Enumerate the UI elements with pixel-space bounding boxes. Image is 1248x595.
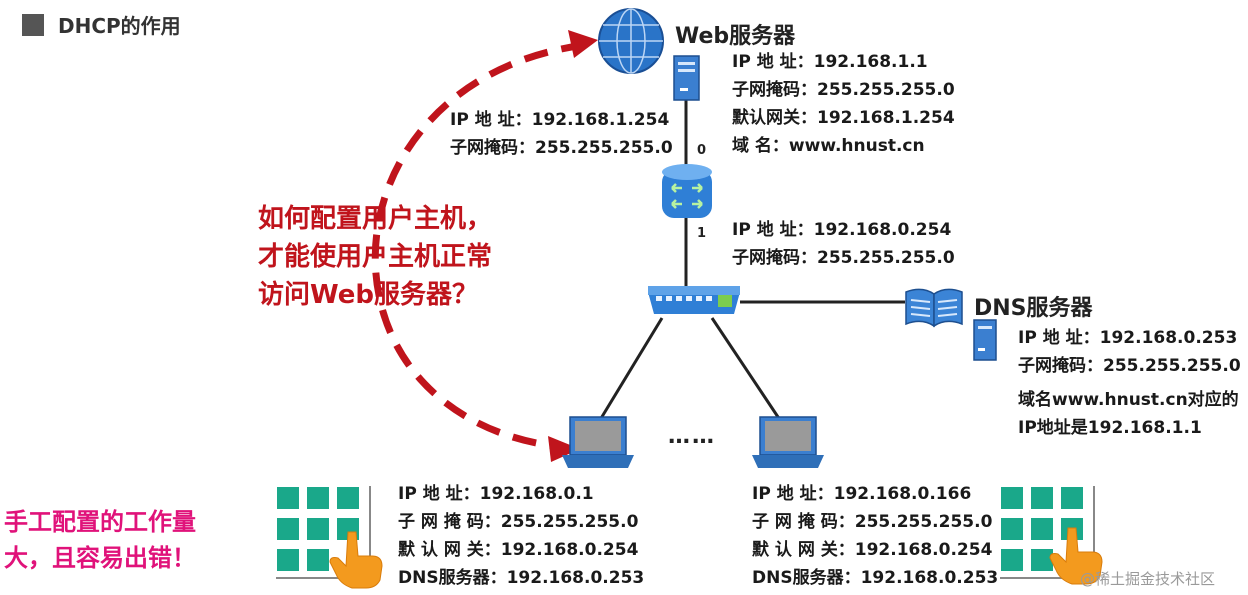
keypad-right-icon	[1000, 486, 1095, 579]
web-server-info: IP 地 址：192.168.1.1 子网掩码：255.255.255.0 默认…	[732, 48, 955, 160]
dns-server-tower-icon	[973, 319, 997, 361]
switch-icon	[648, 286, 740, 314]
pointing-hand-left-icon	[329, 531, 383, 589]
web-server-domain: 域 名：www.hnust.cn	[732, 136, 925, 156]
host-right-mask: 子 网 掩 码：255.255.255.0	[752, 512, 993, 532]
title-square-icon	[22, 14, 44, 36]
web-server-name: Web服务器	[675, 24, 796, 49]
laptop-left-icon	[562, 416, 634, 468]
dashed-arrow-arc	[371, 41, 586, 451]
host-right-config: IP 地 址：192.168.0.166 子 网 掩 码：255.255.255…	[752, 480, 998, 592]
web-server-gateway: 默认网关：192.168.1.254	[732, 108, 955, 128]
question-line-3: 访问Web服务器？	[258, 280, 478, 310]
router-port0-label: 0	[697, 143, 707, 158]
note-line-1: 手工配置的工作量	[4, 508, 196, 536]
host-left-dns: DNS服务器：192.168.0.253	[398, 568, 645, 588]
host-left-gateway: 默 认 网 关：192.168.0.254	[398, 540, 639, 560]
router-port0-ip: IP 地 址：192.168.1.254	[450, 110, 670, 130]
page-title: DHCP的作用	[58, 14, 181, 38]
arrow-head-top	[568, 30, 598, 58]
dns-server-ip: IP 地 址：192.168.0.253	[1018, 328, 1238, 348]
pointing-hand-right-icon	[1049, 527, 1103, 585]
question-line-1: 如何配置用户主机，	[258, 204, 493, 234]
web-server-tower-icon	[673, 55, 700, 101]
manual-config-note: 手工配置的工作量 大，且容易出错！	[4, 504, 196, 576]
router-port0-info: IP 地 址：192.168.1.254 子网掩码：255.255.255.0	[450, 106, 673, 162]
dns-record-line2: IP地址是192.168.1.1	[1018, 418, 1202, 438]
more-hosts-ellipsis: ……	[668, 424, 716, 449]
router-port1-label: 1	[697, 226, 707, 241]
dns-server-name: DNS服务器	[974, 296, 1093, 321]
dns-record-line1: 域名www.hnust.cn对应的	[1018, 390, 1239, 410]
router-icon	[662, 164, 712, 218]
dns-record-note: 域名www.hnust.cn对应的 IP地址是192.168.1.1	[1018, 386, 1239, 442]
globe-icon	[598, 8, 664, 74]
router-port1-info: IP 地 址：192.168.0.254 子网掩码：255.255.255.0	[732, 216, 955, 272]
arrow-head-bottom	[548, 436, 580, 462]
dns-book-icon	[905, 288, 963, 328]
link-switch-host-left	[598, 317, 664, 421]
watermark: @稀土掘金技术社区	[1080, 570, 1216, 588]
router-port1-mask: 子网掩码：255.255.255.0	[732, 248, 955, 268]
note-line-2: 大，且容易出错！	[4, 544, 196, 572]
laptop-right-icon	[752, 416, 824, 468]
dns-server-mask: 子网掩码：255.255.255.0	[1018, 356, 1241, 376]
host-right-gateway: 默 认 网 关：192.168.0.254	[752, 540, 993, 560]
web-server-mask: 子网掩码：255.255.255.0	[732, 80, 955, 100]
dns-server-info: IP 地 址：192.168.0.253 子网掩码：255.255.255.0	[1018, 324, 1241, 380]
host-left-mask: 子 网 掩 码：255.255.255.0	[398, 512, 639, 532]
host-right-dns: DNS服务器：192.168.0.253	[752, 568, 999, 588]
host-right-ip: IP 地 址：192.168.0.166	[752, 484, 972, 504]
question-line-2: 才能使用户主机正常	[258, 242, 493, 272]
host-left-ip: IP 地 址：192.168.0.1	[398, 484, 594, 504]
host-left-config: IP 地 址：192.168.0.1 子 网 掩 码：255.255.255.0…	[398, 480, 644, 592]
link-switch-host-right	[710, 317, 782, 421]
web-server-ip: IP 地 址：192.168.1.1	[732, 52, 928, 72]
router-port1-ip: IP 地 址：192.168.0.254	[732, 220, 952, 240]
router-port0-mask: 子网掩码：255.255.255.0	[450, 138, 673, 158]
question-text: 如何配置用户主机， 才能使用户主机正常 访问Web服务器？	[258, 200, 492, 314]
